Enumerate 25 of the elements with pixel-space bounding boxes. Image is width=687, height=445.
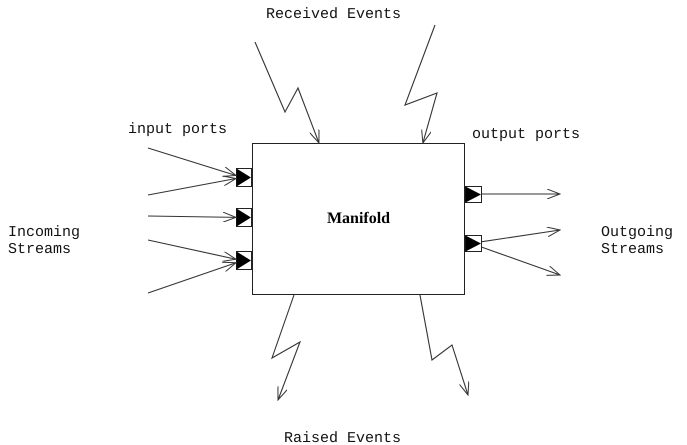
box-title: Manifold [326,210,390,228]
port-box [236,208,252,227]
text-label: Received Events [266,6,402,23]
stream-arrow [482,188,560,200]
port-box [236,168,252,187]
stream-arrow [482,226,560,242]
process-box [252,143,465,295]
port-box [236,251,252,270]
event-arrow [404,24,438,144]
event-arrow [254,42,320,144]
port-box [465,186,482,203]
event-arrow [271,294,302,400]
text-label: Outgoing Streams [601,224,674,258]
text-label: input ports [128,121,228,138]
stream-arrow [148,239,236,262]
stream-arrow [148,175,236,196]
stream-arrow [148,212,236,223]
stream-arrow [482,246,560,276]
event-arrow [419,294,470,396]
port-box [465,235,482,252]
text-label: output ports [472,126,580,143]
stream-arrow [148,262,236,294]
text-label: Raised Events [284,430,402,445]
stream-arrow [148,147,236,177]
text-label: Incoming Streams [8,224,82,258]
